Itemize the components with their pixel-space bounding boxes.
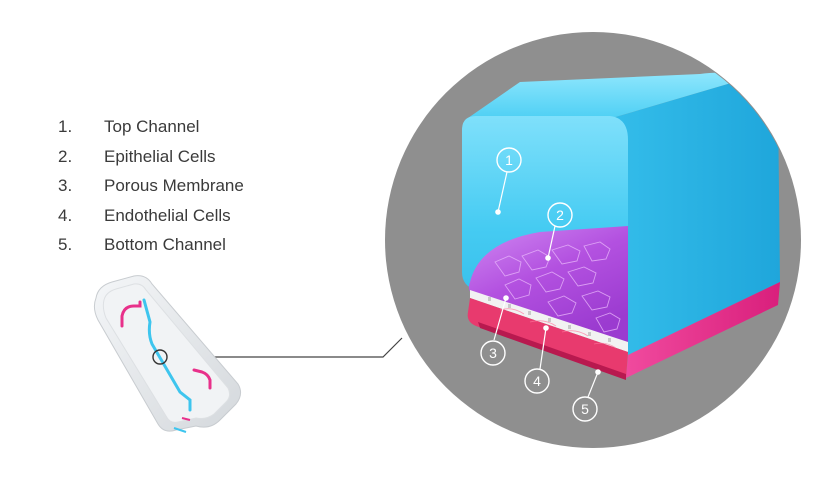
top-channel-top xyxy=(468,72,748,118)
endothelial-cells-layer xyxy=(467,298,628,378)
legend-item-bottom-channel: 5. Bottom Channel xyxy=(58,230,244,260)
epithelial-cells-layer xyxy=(468,226,628,342)
callout-number: 1 xyxy=(505,152,513,168)
legend-label: Top Channel xyxy=(104,117,200,136)
callout-2: 2 xyxy=(545,202,573,261)
legend-number: 2. xyxy=(58,146,73,166)
callout-3: 3 xyxy=(480,295,509,366)
callout-1: 1 xyxy=(495,147,522,215)
connector-line xyxy=(160,337,403,358)
legend-number: 1. xyxy=(58,117,73,136)
callout-number: 4 xyxy=(533,373,541,389)
cell-texture xyxy=(494,241,621,333)
callout-number: 3 xyxy=(489,345,497,361)
zoom-circle xyxy=(385,32,801,448)
legend-item-top-channel: 1. Top Channel xyxy=(58,112,244,142)
callout-number: 2 xyxy=(556,207,564,223)
chip-pink-channel-end xyxy=(192,368,212,390)
legend-label: Porous Membrane xyxy=(104,176,244,195)
legend-label: Epithelial Cells xyxy=(104,146,216,166)
chip-pink-channel xyxy=(120,300,142,328)
chip-zoom-marker xyxy=(152,349,168,365)
chip-cyan-channel xyxy=(142,298,192,412)
legend-item-endothelial-cells: 4. Endothelial Cells xyxy=(58,201,244,231)
endothelial-texture xyxy=(499,308,617,349)
legend-number: 4. xyxy=(58,205,73,225)
callout-4: 4 xyxy=(524,325,550,394)
top-channel-side xyxy=(612,76,780,356)
legend-list: 1. Top Channel 2. Epithelial Cells 3. Porou… xyxy=(58,112,244,260)
organ-chip xyxy=(93,275,242,433)
legend-number: 5. xyxy=(58,235,73,254)
legend-item-porous-membrane: 3. Porous Membrane xyxy=(58,171,244,201)
legend-number: 3. xyxy=(58,176,73,195)
callout-number: 5 xyxy=(581,401,589,417)
legend-label: Bottom Channel xyxy=(104,235,226,254)
callout-5: 5 xyxy=(572,369,601,422)
bottom-channel-side xyxy=(626,282,780,378)
legend-label: Endothelial Cells xyxy=(104,205,231,225)
bottom-channel-front xyxy=(478,322,626,380)
legend-item-epithelial-cells: 2. Epithelial Cells xyxy=(58,142,244,172)
membrane-pores xyxy=(488,297,611,342)
